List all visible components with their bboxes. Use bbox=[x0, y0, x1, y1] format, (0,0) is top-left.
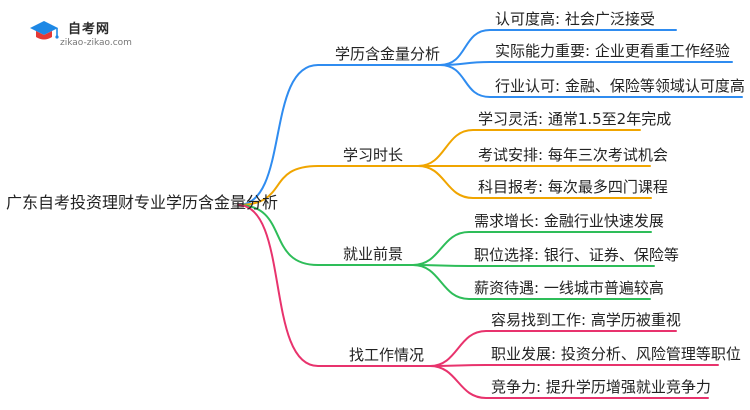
leaf-label: 竞争力: 提升学历增强就业竞争力 bbox=[491, 378, 711, 396]
leaf-label: 科目报考: 每次最多四门课程 bbox=[478, 178, 668, 196]
leaf-label: 薪资待遇: 一线城市普遍较高 bbox=[474, 279, 664, 297]
edge-root-branch-1 bbox=[237, 64, 441, 206]
mindmap-root: 广东自考投资理财专业学历含金量分析 bbox=[6, 193, 279, 212]
graduation-cap-icon bbox=[30, 21, 59, 40]
leaf-label: 考试安排: 每年三次考试机会 bbox=[478, 146, 668, 164]
branch-label: 就业前景 bbox=[343, 245, 404, 263]
leaf-label: 容易找到工作: 高学历被重视 bbox=[491, 311, 681, 329]
leaf-label: 职业发展: 投资分析、风险管理等职位 bbox=[491, 345, 741, 363]
leaf-label: 职位选择: 银行、证券、保险等 bbox=[474, 246, 679, 264]
branch-label: 学历含金量分析 bbox=[335, 45, 441, 63]
site-logo[interactable]: 自考网 zikao-zikao.com bbox=[26, 16, 176, 52]
branch-label: 找工作情况 bbox=[349, 346, 425, 364]
leaf-label: 实际能力重要: 企业更看重工作经验 bbox=[495, 42, 730, 60]
logo-title: 自考网 bbox=[68, 22, 111, 37]
leaf-label: 需求增长: 金融行业快速发展 bbox=[474, 212, 664, 230]
leaf-label: 行业认可: 金融、保险等领域认可度高 bbox=[495, 77, 745, 95]
leaf-label: 认可度高: 社会广泛接受 bbox=[495, 10, 655, 28]
leaf-label: 学习灵活: 通常1.5至2年完成 bbox=[478, 110, 672, 128]
edge-root-branch-4 bbox=[237, 204, 431, 367]
edge-root-branch-3 bbox=[237, 204, 414, 266]
logo-subtitle: zikao-zikao.com bbox=[60, 38, 132, 48]
branch-label: 学习时长 bbox=[343, 146, 404, 164]
edge-root-branch-2 bbox=[237, 165, 419, 206]
